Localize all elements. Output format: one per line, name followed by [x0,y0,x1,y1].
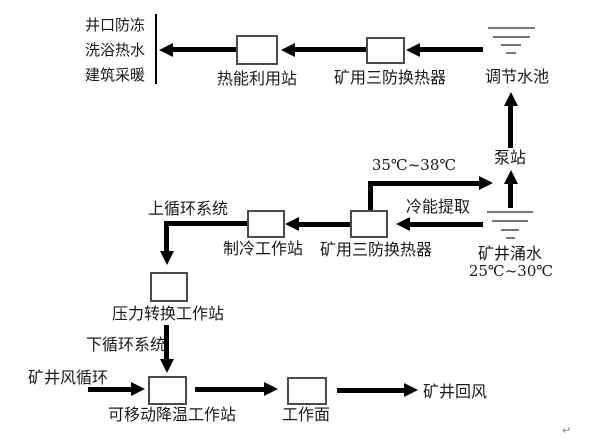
mine-water-icon [492,220,528,222]
arrow-hx-mid-to-refrig [298,222,350,227]
mine-heat-exchanger-top-label: 矿用三防换热器 [333,68,447,87]
arrow-refrig-to-pressure-v [164,221,169,253]
mine-return-air-label: 矿井回风 [422,382,488,401]
upper-circulation-label: 上循环系统 [147,199,229,218]
mobile-cooling-station-label: 可移动降温工作站 [107,405,237,424]
lower-circulation-label: 下循环系统 [85,335,167,354]
arrow-hx-to-thermal [294,47,366,52]
arrow-mobile-to-face [195,387,265,392]
mine-water-label: 矿井涌水 [477,244,543,263]
arrow-pool-to-hx-icon [406,43,420,57]
node-mine-heat-exchanger-mid [350,210,388,238]
mine-water-temp-label: 25℃~30℃ [468,262,554,280]
arrow-water-to-pump [508,183,513,208]
arrow-hx-mid-to-pump-icon [479,176,493,190]
mine-water-icon [506,237,515,239]
node-pressure-conversion-station [150,272,188,302]
mine-air-circulation-label: 矿井风循环 [27,368,109,387]
arrow-water-to-hx-mid [409,222,483,227]
node-working-face [287,377,327,405]
regulating-pool-label: 调节水池 [484,67,550,86]
paragraph-return-mark: ↵ [562,424,572,437]
arrow-pool-to-hx [419,47,483,52]
thermal-use-station-label: 热能利用站 [216,69,298,88]
arrow-hx-mid-to-refrig-icon [285,217,299,231]
regulating-pool-water-icon [506,52,516,54]
mine-water-icon [487,211,533,213]
heat-use-item: 井口防冻 [85,16,146,34]
arrow-face-to-return-icon [404,383,418,397]
mine-water-icon [501,229,519,231]
heat-use-item: 洗浴热水 [85,41,146,59]
pressure-conversion-station-label: 压力转换工作站 [111,304,225,323]
arrow-hx-mid-to-pump [368,181,480,186]
arrow-refrig-to-pressure-h [164,221,247,226]
regulating-pool-water-icon [501,44,521,46]
heat-uses-list: 井口防冻 洗浴热水 建筑采暖 [85,13,145,88]
arrow-to-heat-uses-icon [159,43,173,57]
mine-heat-exchanger-mid-label: 矿用三防换热器 [319,240,433,259]
temp-35-38-label: 35℃~38℃ [371,156,457,174]
arrow-face-to-return [337,388,405,393]
node-refrigeration-station [247,210,285,238]
refrigeration-station-label: 制冷工作站 [222,239,304,258]
arrow-air-to-mobile [88,387,132,392]
arrow-mobile-to-face-icon [264,382,278,396]
heat-use-item: 建筑采暖 [85,66,146,84]
arrow-water-to-pump-icon [504,170,518,184]
working-face-label: 工作面 [281,405,331,424]
arrow-water-to-hx-mid-icon [396,217,410,231]
arrow-pump-to-pool [508,105,513,148]
arrow-pressure-to-mobile-icon [160,359,174,373]
node-thermal-use-station [236,35,278,65]
divider-bar [155,14,157,84]
regulating-pool-water-icon [488,27,535,29]
arrow-to-heat-uses [172,47,237,52]
node-mobile-cooling-station [148,376,187,405]
arrow-air-to-mobile-icon [131,382,145,396]
pump-station-label: 泵站 [493,148,527,167]
arrow-refrig-to-pressure-icon [160,251,174,265]
regulating-pool-water-icon [493,36,530,38]
node-mine-heat-exchanger-top [366,37,405,64]
arrow-pump-to-pool-icon [504,92,518,106]
arrow-hx-to-thermal-icon [281,43,295,57]
arrow-pressure-to-mobile [164,325,169,361]
arrow-hx-mid-up [368,183,373,210]
cold-extraction-label: 冷能提取 [405,197,471,216]
